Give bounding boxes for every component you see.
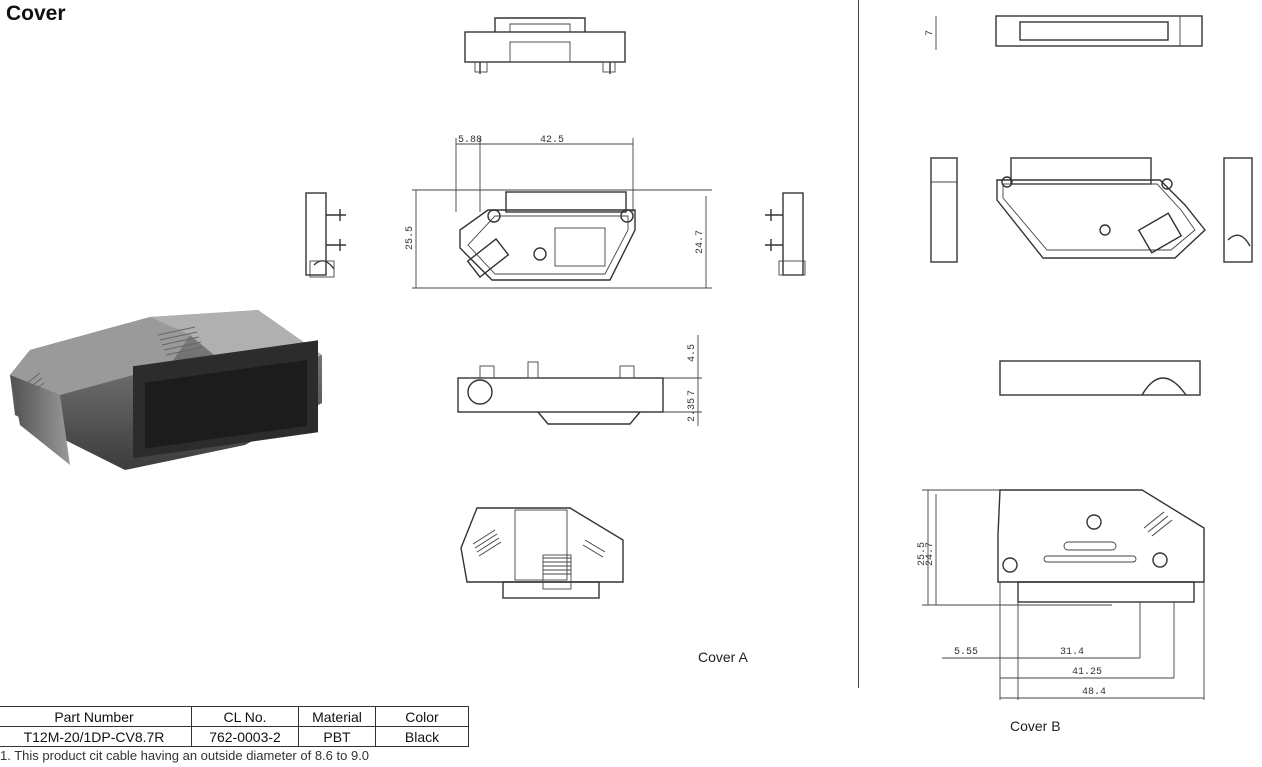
cover-b-front-view	[996, 157, 1206, 259]
dim-b-31-4: 31.4	[1060, 647, 1084, 658]
dim-25-5: 25.5	[405, 226, 416, 250]
cover-a-bottom-view	[460, 507, 624, 599]
dim-b-48-4: 48.4	[1082, 687, 1106, 698]
cover-product-photo	[10, 310, 322, 470]
dim-5-88: 5.88	[458, 135, 482, 146]
cover-b-right-view	[1223, 157, 1253, 263]
cover-a-front-view: 5.88 42.5 25.5 24.7	[405, 135, 712, 289]
cover-b-bottom-view: 25.5 24.7 5.55 31.4 41.25 48.4	[917, 489, 1205, 700]
dim-2-35: 2.35	[687, 398, 698, 422]
page-title: Cover	[6, 2, 66, 25]
cover-a-top-view	[464, 17, 626, 74]
dim-4-5: 4.5	[687, 344, 698, 362]
dim-b-5-55: 5.55	[954, 647, 978, 658]
dim-b-24-7: 24.7	[925, 542, 936, 566]
table-row: T12M-20/1DP-CV8.7R 762-0003-2 PBT Black	[0, 726, 469, 747]
vertical-divider	[858, 0, 859, 688]
header-color: Color	[375, 706, 469, 727]
cover-b-top-view: 7	[925, 15, 1203, 50]
cover-b-left-view	[930, 157, 958, 263]
dim-b-41-25: 41.25	[1072, 667, 1102, 678]
dim-b-25-5: 25.5	[917, 542, 928, 566]
cover-b-side-view	[999, 360, 1201, 396]
dim-24-7: 24.7	[695, 230, 706, 254]
header-material: Material	[298, 706, 376, 727]
dim-42-5: 42.5	[540, 135, 564, 146]
cell-cl-no: 762-0003-2	[191, 726, 299, 747]
footnote: 1. This product cit cable having an outs…	[0, 748, 370, 763]
cover-b-caption: Cover B	[1010, 718, 1061, 734]
cover-a-left-view	[305, 192, 346, 278]
spec-table: Part Number CL No. Material Color T12M-2…	[0, 706, 469, 747]
cell-material: PBT	[298, 726, 376, 747]
dim-7: 7	[687, 390, 698, 396]
cell-color: Black	[375, 726, 469, 747]
cover-a-caption: Cover A	[698, 649, 748, 665]
cover-a-right-view	[765, 192, 806, 276]
header-cl-no: CL No.	[191, 706, 299, 727]
dim-b-7: 7	[925, 30, 936, 36]
cover-a-side-view: 4.5 7 2.35	[457, 335, 702, 426]
spec-table-header-row: Part Number CL No. Material Color	[0, 706, 469, 727]
header-part-number: Part Number	[0, 706, 192, 727]
cell-part-number: T12M-20/1DP-CV8.7R	[0, 726, 192, 747]
